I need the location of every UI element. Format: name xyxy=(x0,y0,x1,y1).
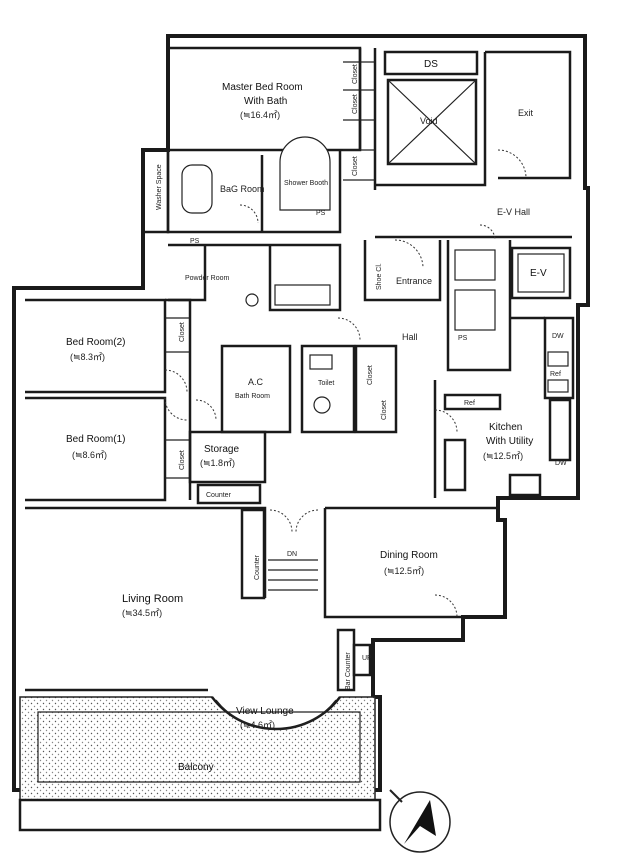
closet-label: Closet xyxy=(352,94,359,114)
dn-label: DN xyxy=(287,551,297,558)
dw-label: DW xyxy=(555,460,567,467)
toilet-label: Toilet xyxy=(318,380,334,387)
ref-label: Ref xyxy=(550,371,561,378)
view-lounge-area: (≒4.6㎡) xyxy=(240,720,275,730)
kitchen-block xyxy=(433,316,575,498)
kitchen-name: Kitchen xyxy=(489,422,522,433)
ev-hall-block xyxy=(363,224,572,372)
master-closets: Closet Closet Closet xyxy=(352,64,359,176)
ev-label: E-V xyxy=(530,268,547,279)
living-name: Living Room xyxy=(122,593,183,605)
exit-label: Exit xyxy=(518,108,534,118)
ac-label: A.C xyxy=(248,377,264,387)
closet-label: Closet xyxy=(352,156,359,176)
counter4-label: Bar Counter xyxy=(345,652,352,690)
master-bedroom-block xyxy=(166,36,377,190)
ps-label: PS xyxy=(458,335,468,342)
bed1-name: Bed Room(1) xyxy=(66,434,125,445)
view-lounge-name: View Lounge xyxy=(236,706,294,717)
void-label: Void xyxy=(420,116,438,126)
storage-name: Storage xyxy=(204,444,239,455)
bath-room-label: BaG Room xyxy=(220,184,265,194)
closet-label: Closet xyxy=(352,64,359,84)
central-wet-block xyxy=(188,344,398,505)
hall-door xyxy=(337,317,361,341)
hall-label: Hall xyxy=(402,332,418,342)
ev-hall-label: E-V Hall xyxy=(497,207,530,217)
living-area: (≒34.5㎡) xyxy=(122,608,162,618)
bed2-name: Bed Room(2) xyxy=(66,337,125,348)
master-bed-area: (≒16.4㎡) xyxy=(240,110,280,120)
north-arrow-icon xyxy=(389,789,451,853)
kitchen-sub: With Utility xyxy=(486,436,533,447)
entrance-label: Entrance xyxy=(396,276,432,286)
balcony-block xyxy=(18,696,382,832)
balcony-name: Balcony xyxy=(178,762,214,773)
closet-label: Closet xyxy=(179,322,186,342)
ps-label: PS xyxy=(190,238,200,245)
dw-label: DW xyxy=(552,333,564,340)
ds-label: DS xyxy=(424,59,438,70)
dining-name: Dining Room xyxy=(380,550,438,561)
master-bed-sub: With Bath xyxy=(244,96,287,107)
bath-block xyxy=(143,136,342,312)
bed1-area: (≒8.6㎡) xyxy=(72,450,107,460)
shoe-label: Shoe Cl. xyxy=(376,263,383,290)
ac-sub-label: Bath Room xyxy=(235,393,270,400)
master-bed-name: Master Bed Room xyxy=(222,82,303,93)
bedrooms-block xyxy=(25,298,192,502)
dining-area: (≒12.5㎡) xyxy=(384,566,424,576)
ps-label: PS xyxy=(316,210,326,217)
void-block xyxy=(375,50,572,187)
bed2-area: (≒8.3㎡) xyxy=(70,352,105,362)
storage-area: (≒1.8㎡) xyxy=(200,458,235,468)
counter1-label: Counter xyxy=(206,492,232,499)
kitchen-area: (≒12.5㎡) xyxy=(483,451,523,461)
closet-label: Closet xyxy=(179,450,186,470)
ref-label: Ref xyxy=(464,400,475,407)
shower-booth-label: Shower Booth xyxy=(284,180,328,187)
living-dining-block xyxy=(25,506,498,692)
counter2-label: Counter xyxy=(254,554,261,580)
closet-label: Closet xyxy=(367,365,374,385)
closet-label: Closet xyxy=(381,400,388,420)
up-label: UP xyxy=(362,655,372,662)
washer-label: Washer Space xyxy=(156,164,163,210)
powder-room-label: Powder Room xyxy=(185,275,230,282)
